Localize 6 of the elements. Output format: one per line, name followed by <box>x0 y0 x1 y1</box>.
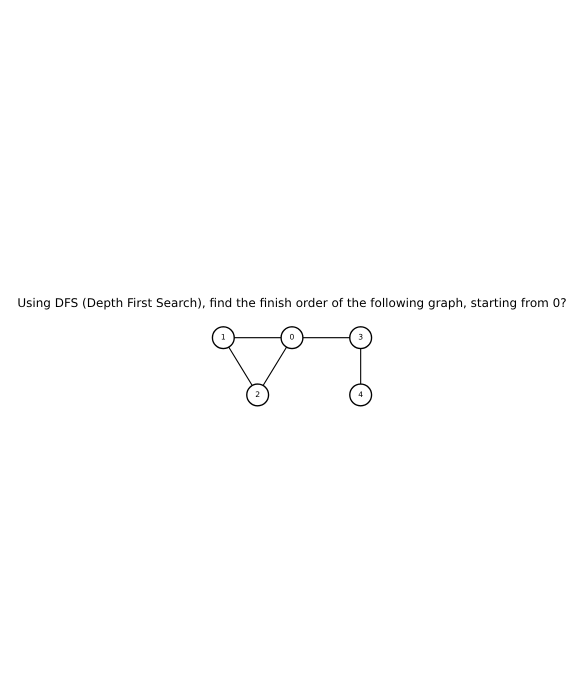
diagram-title: Using DFS (Depth First Search), find the finish order of the following graph, starting from 0? <box>17 295 567 310</box>
connector <box>360 348 362 384</box>
connector <box>262 346 287 386</box>
connector <box>234 336 281 338</box>
connector <box>228 346 253 386</box>
connector <box>303 336 350 338</box>
